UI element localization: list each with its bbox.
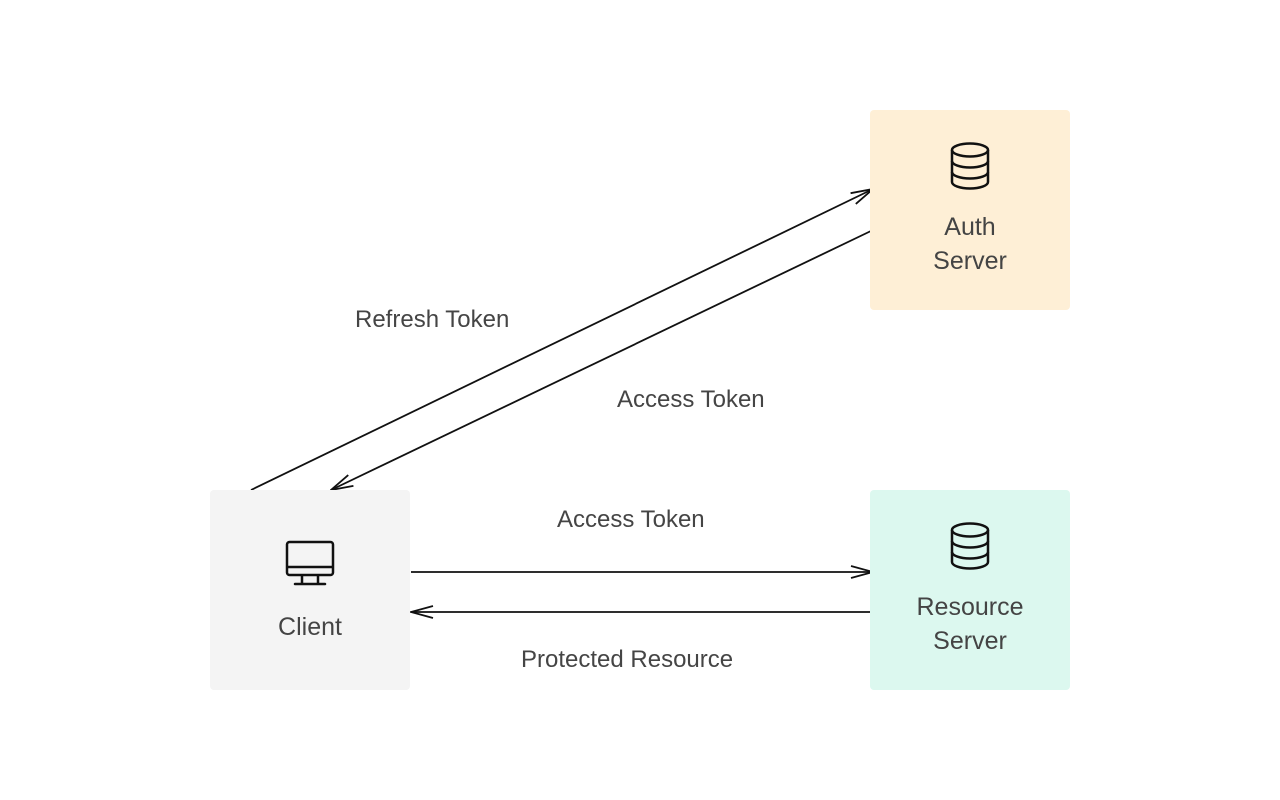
auth-server-label-line1: Auth bbox=[944, 213, 996, 241]
client-label: Client bbox=[210, 610, 410, 644]
resource-server-label-line2: Server bbox=[933, 627, 1007, 655]
monitor-icon bbox=[285, 540, 335, 586]
database-icon bbox=[950, 522, 990, 570]
resource-server-node: Resource Server bbox=[870, 490, 1070, 690]
refresh-token-arrow bbox=[250, 189, 873, 491]
refresh-token-label: Refresh Token bbox=[355, 306, 510, 333]
access-token-resource-label: Access Token bbox=[557, 506, 705, 533]
client-label-text: Client bbox=[278, 613, 342, 641]
access-token-return-arrow bbox=[331, 229, 874, 490]
auth-server-label-line2: Server bbox=[933, 247, 1007, 275]
client-node: Client bbox=[210, 490, 410, 690]
access-token-return-label: Access Token bbox=[617, 386, 765, 413]
auth-server-label: Auth Server bbox=[870, 210, 1070, 278]
database-icon bbox=[950, 142, 990, 190]
protected-resource-label: Protected Resource bbox=[521, 646, 734, 673]
resource-server-label: Resource Server bbox=[870, 590, 1070, 658]
auth-server-node: Auth Server bbox=[870, 110, 1070, 310]
resource-server-label-line1: Resource bbox=[916, 593, 1024, 621]
